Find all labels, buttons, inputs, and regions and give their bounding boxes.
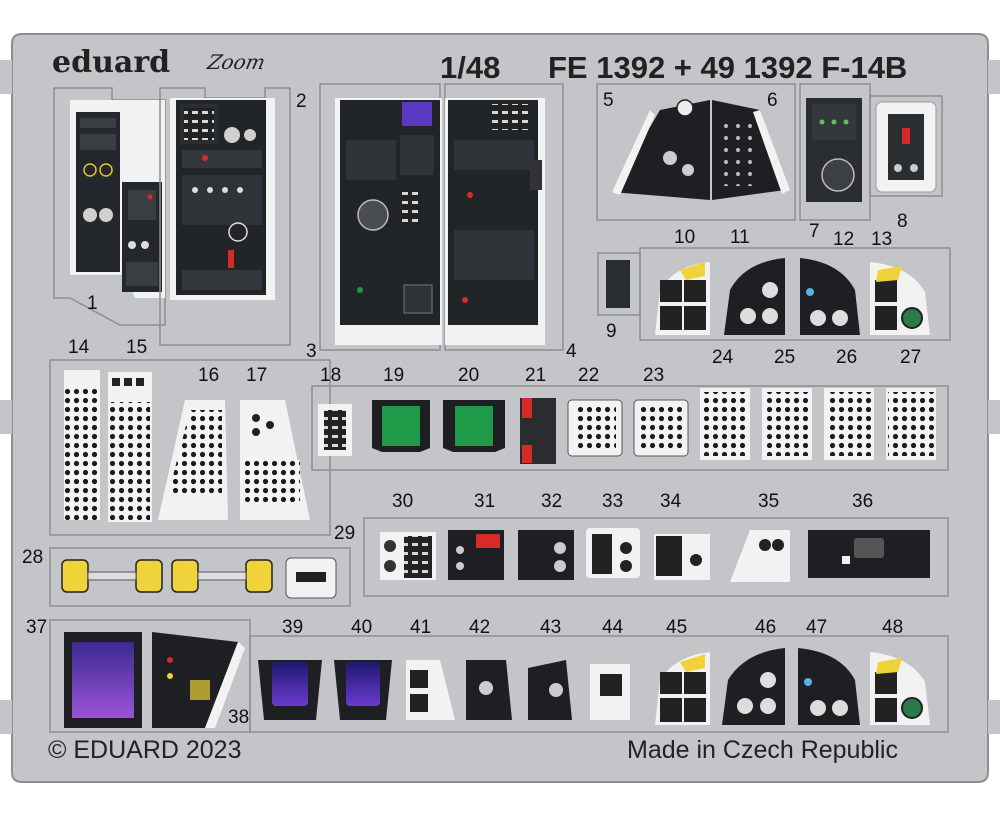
part-30-36-panels xyxy=(363,517,949,597)
part-number: 20 xyxy=(458,365,480,386)
part-number: 34 xyxy=(660,491,682,512)
part-number: 14 xyxy=(68,337,90,358)
part-number: 6 xyxy=(767,90,778,111)
part-number: 36 xyxy=(852,491,874,512)
part-number: 29 xyxy=(334,523,356,544)
part-number: 38 xyxy=(228,707,250,728)
part-39-48-panels xyxy=(249,635,949,733)
part-number: 17 xyxy=(246,365,268,386)
part-number: 45 xyxy=(666,617,688,638)
part-number: 16 xyxy=(198,365,220,386)
part-number: 32 xyxy=(541,491,563,512)
part-number: 3 xyxy=(306,341,317,362)
scale-label: 1/48 xyxy=(440,50,501,85)
part-number: 42 xyxy=(469,617,491,638)
product-code: FE 1392 + 49 1392 F-14B xyxy=(548,50,908,85)
part-number: 40 xyxy=(351,617,373,638)
part-7-panel xyxy=(799,83,871,221)
part-number: 12 xyxy=(833,229,855,250)
part-number: 2 xyxy=(296,91,307,112)
part-number: 41 xyxy=(410,617,432,638)
part-5-6-glareshield xyxy=(596,83,796,221)
part-number: 13 xyxy=(871,229,893,250)
part-37-38-panels xyxy=(49,619,251,733)
part-number: 18 xyxy=(320,365,342,386)
part-28-29-handles xyxy=(49,547,351,607)
part-number: 23 xyxy=(643,365,665,386)
part-number: 1 xyxy=(87,293,98,314)
part-number: 7 xyxy=(809,221,820,242)
origin-text: Made in Czech Republic xyxy=(627,736,898,764)
zoom-brand-logo: Zoom xyxy=(205,50,268,74)
copyright-text: © EDUARD 2023 xyxy=(48,736,242,764)
part-number: 33 xyxy=(602,491,624,512)
part-number: 30 xyxy=(392,491,414,512)
part-number: 24 xyxy=(712,347,734,368)
part-number: 22 xyxy=(578,365,600,386)
part-number: 46 xyxy=(755,617,777,638)
part-3-instrument-panel xyxy=(319,83,442,351)
part-10-13-side-panels xyxy=(639,247,951,341)
part-1-left-console xyxy=(53,87,166,326)
part-8-panel xyxy=(869,95,943,197)
part-number: 44 xyxy=(602,617,624,638)
part-number: 5 xyxy=(603,90,614,111)
part-number: 11 xyxy=(730,227,750,248)
part-number: 25 xyxy=(774,347,796,368)
part-number: 48 xyxy=(882,617,904,638)
part-number: 35 xyxy=(758,491,780,512)
part-number: 9 xyxy=(606,321,617,342)
part-number: 15 xyxy=(126,337,148,358)
part-number: 8 xyxy=(897,211,908,232)
part-number: 31 xyxy=(474,491,496,512)
part-number: 43 xyxy=(540,617,562,638)
part-number: 27 xyxy=(900,347,922,368)
part-number: 4 xyxy=(566,341,577,362)
part-4-instrument-panel xyxy=(444,83,564,351)
part-18-27-panels xyxy=(311,385,949,471)
part-number: 39 xyxy=(282,617,304,638)
eduard-brand-logo: eduard xyxy=(52,45,171,80)
part-14-17-consoles xyxy=(49,359,331,536)
part-number: 37 xyxy=(26,617,48,638)
part-number: 10 xyxy=(674,227,696,248)
part-number: 21 xyxy=(525,365,547,386)
part-2-right-console xyxy=(159,87,291,346)
part-number: 26 xyxy=(836,347,858,368)
part-number: 28 xyxy=(22,547,44,568)
part-number: 47 xyxy=(806,617,828,638)
part-number: 19 xyxy=(383,365,405,386)
